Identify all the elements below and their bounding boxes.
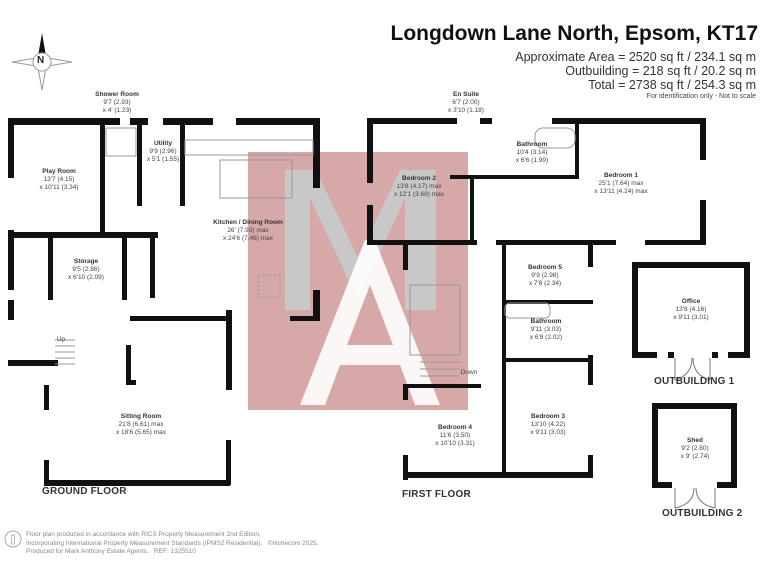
- room-name: Bedroom 3: [531, 413, 565, 420]
- room-dim: 25'1 (7.64) max: [598, 180, 644, 187]
- room-dim: 10'4 (3.14): [516, 149, 548, 156]
- room-dim: x 9' (2.74): [680, 453, 710, 460]
- room-dim: x 6'10 (2.09): [68, 274, 104, 281]
- room-dim: x 5'1 (1.55): [146, 156, 180, 163]
- room-name: Bedroom 4: [438, 424, 472, 431]
- total-area: Total = 2738 sq ft / 254.3 sq m: [588, 78, 756, 92]
- ground-floor-walls: [8, 118, 320, 486]
- watermark-logo-m: [285, 170, 436, 310]
- room-dim: 9'7 (2.93): [103, 99, 131, 106]
- room-dim: 9'2 (2.80): [681, 445, 709, 452]
- approximate-area: Approximate Area = 2520 sq ft / 234.1 sq…: [515, 50, 756, 64]
- watermark-logo-a: [300, 240, 440, 405]
- compass-icon: [11, 33, 73, 91]
- room-name: Play Room: [42, 168, 76, 175]
- first-floor-label: FIRST FLOOR: [402, 489, 471, 500]
- room-name: Storage: [73, 258, 99, 265]
- room-dim: x 18'6 (5.65) max: [115, 429, 167, 436]
- room-dim: x 6'8 (2.02): [529, 334, 563, 341]
- room-dim: 9'9 (2.96): [149, 148, 177, 155]
- outbuilding-2-label: OUTBUILDING 2: [662, 508, 743, 519]
- footer-copyright: ©nichecom 2025.: [267, 539, 319, 547]
- room-name: Bathroom: [516, 141, 548, 148]
- room-dim: 9'9 (2.98): [531, 272, 559, 279]
- stairs-down-label: Down: [460, 369, 478, 376]
- room-dim: 21'8 (6.61) max: [118, 421, 164, 428]
- info-icon: [4, 530, 22, 548]
- room-dim: x 4' (1.23): [102, 107, 132, 114]
- first-floor-walls: [367, 118, 706, 480]
- room-dim: 11'6 (3.50): [439, 432, 471, 439]
- footer-line-1: Floor plan produced in accordance with R…: [26, 531, 261, 538]
- room-name: Utility: [153, 140, 173, 147]
- footer-disclaimer: Floor plan produced in accordance with R…: [26, 531, 318, 557]
- room-name: En Suite: [452, 91, 479, 98]
- room-dim: 13'10 (4.22): [530, 421, 566, 428]
- room-dim: x 3'10 (1.18): [448, 107, 484, 114]
- room-name: Shed: [687, 437, 703, 444]
- room-name: Sitting Room: [120, 413, 162, 420]
- room-dim: x 9'11 (3.01): [673, 314, 709, 321]
- room-dim: x 10'10 (3.31): [435, 440, 475, 447]
- room-dim: x 13'11 (4.24) max: [594, 188, 648, 195]
- stairs-up-label: Up: [56, 336, 66, 343]
- room-dim: x 7'8 (2.34): [528, 280, 562, 287]
- room-dim: 13'8 (4.17) max: [396, 183, 442, 190]
- outbuilding-1-label: OUTBUILDING 1: [654, 376, 735, 387]
- ground-floor-fixtures: [55, 127, 314, 365]
- room-name: Bedroom 1: [604, 172, 638, 179]
- room-dim: 13'8 (4.16): [675, 306, 707, 313]
- room-dim: x 12'1 (3.68) max: [393, 191, 445, 198]
- room-dim: 13'7 (4.15): [43, 176, 75, 183]
- outbuilding-walls: [632, 262, 750, 488]
- page-title: Longdown Lane North, Epsom, KT17: [390, 22, 759, 45]
- room-dim: x 9'11 (3.03): [530, 429, 566, 436]
- room-dim: 9'11 (3.03): [530, 326, 562, 333]
- footer-line-2: Incorporating International Property Mea…: [26, 539, 263, 547]
- room-dim: x 24'6 (7.46) max: [222, 235, 274, 242]
- room-dim: 9'5 (2.86): [72, 266, 100, 273]
- ground-floor-label: GROUND FLOOR: [42, 486, 127, 497]
- room-name: Bedroom 2: [402, 175, 436, 182]
- scale-note: For identification only - Not to scale: [646, 93, 756, 100]
- room-dim: x 10'11 (3.34): [39, 184, 79, 191]
- room-dim: 26' (7.93) max: [227, 227, 269, 234]
- footer-line-3: Produced for Mark Anthony Estate Agents.: [26, 548, 149, 555]
- room-name: Office: [681, 298, 701, 305]
- outbuilding-area: Outbuilding = 218 sq ft / 20.2 sq m: [565, 64, 756, 78]
- doors: [674, 357, 716, 509]
- room-dim: x 6'6 (1.99): [515, 157, 549, 164]
- first-floor-fixtures: [409, 127, 576, 377]
- footer-ref: REF: 1325510: [153, 548, 196, 555]
- room-name: Bathroom: [530, 318, 562, 325]
- room-name: Shower Room: [95, 91, 139, 98]
- compass-north-label: N: [37, 55, 45, 66]
- room-name: Kitchen / Dining Room: [213, 219, 283, 226]
- room-dim: 6'7 (2.00): [452, 99, 480, 106]
- room-name: Bedroom 5: [528, 264, 562, 271]
